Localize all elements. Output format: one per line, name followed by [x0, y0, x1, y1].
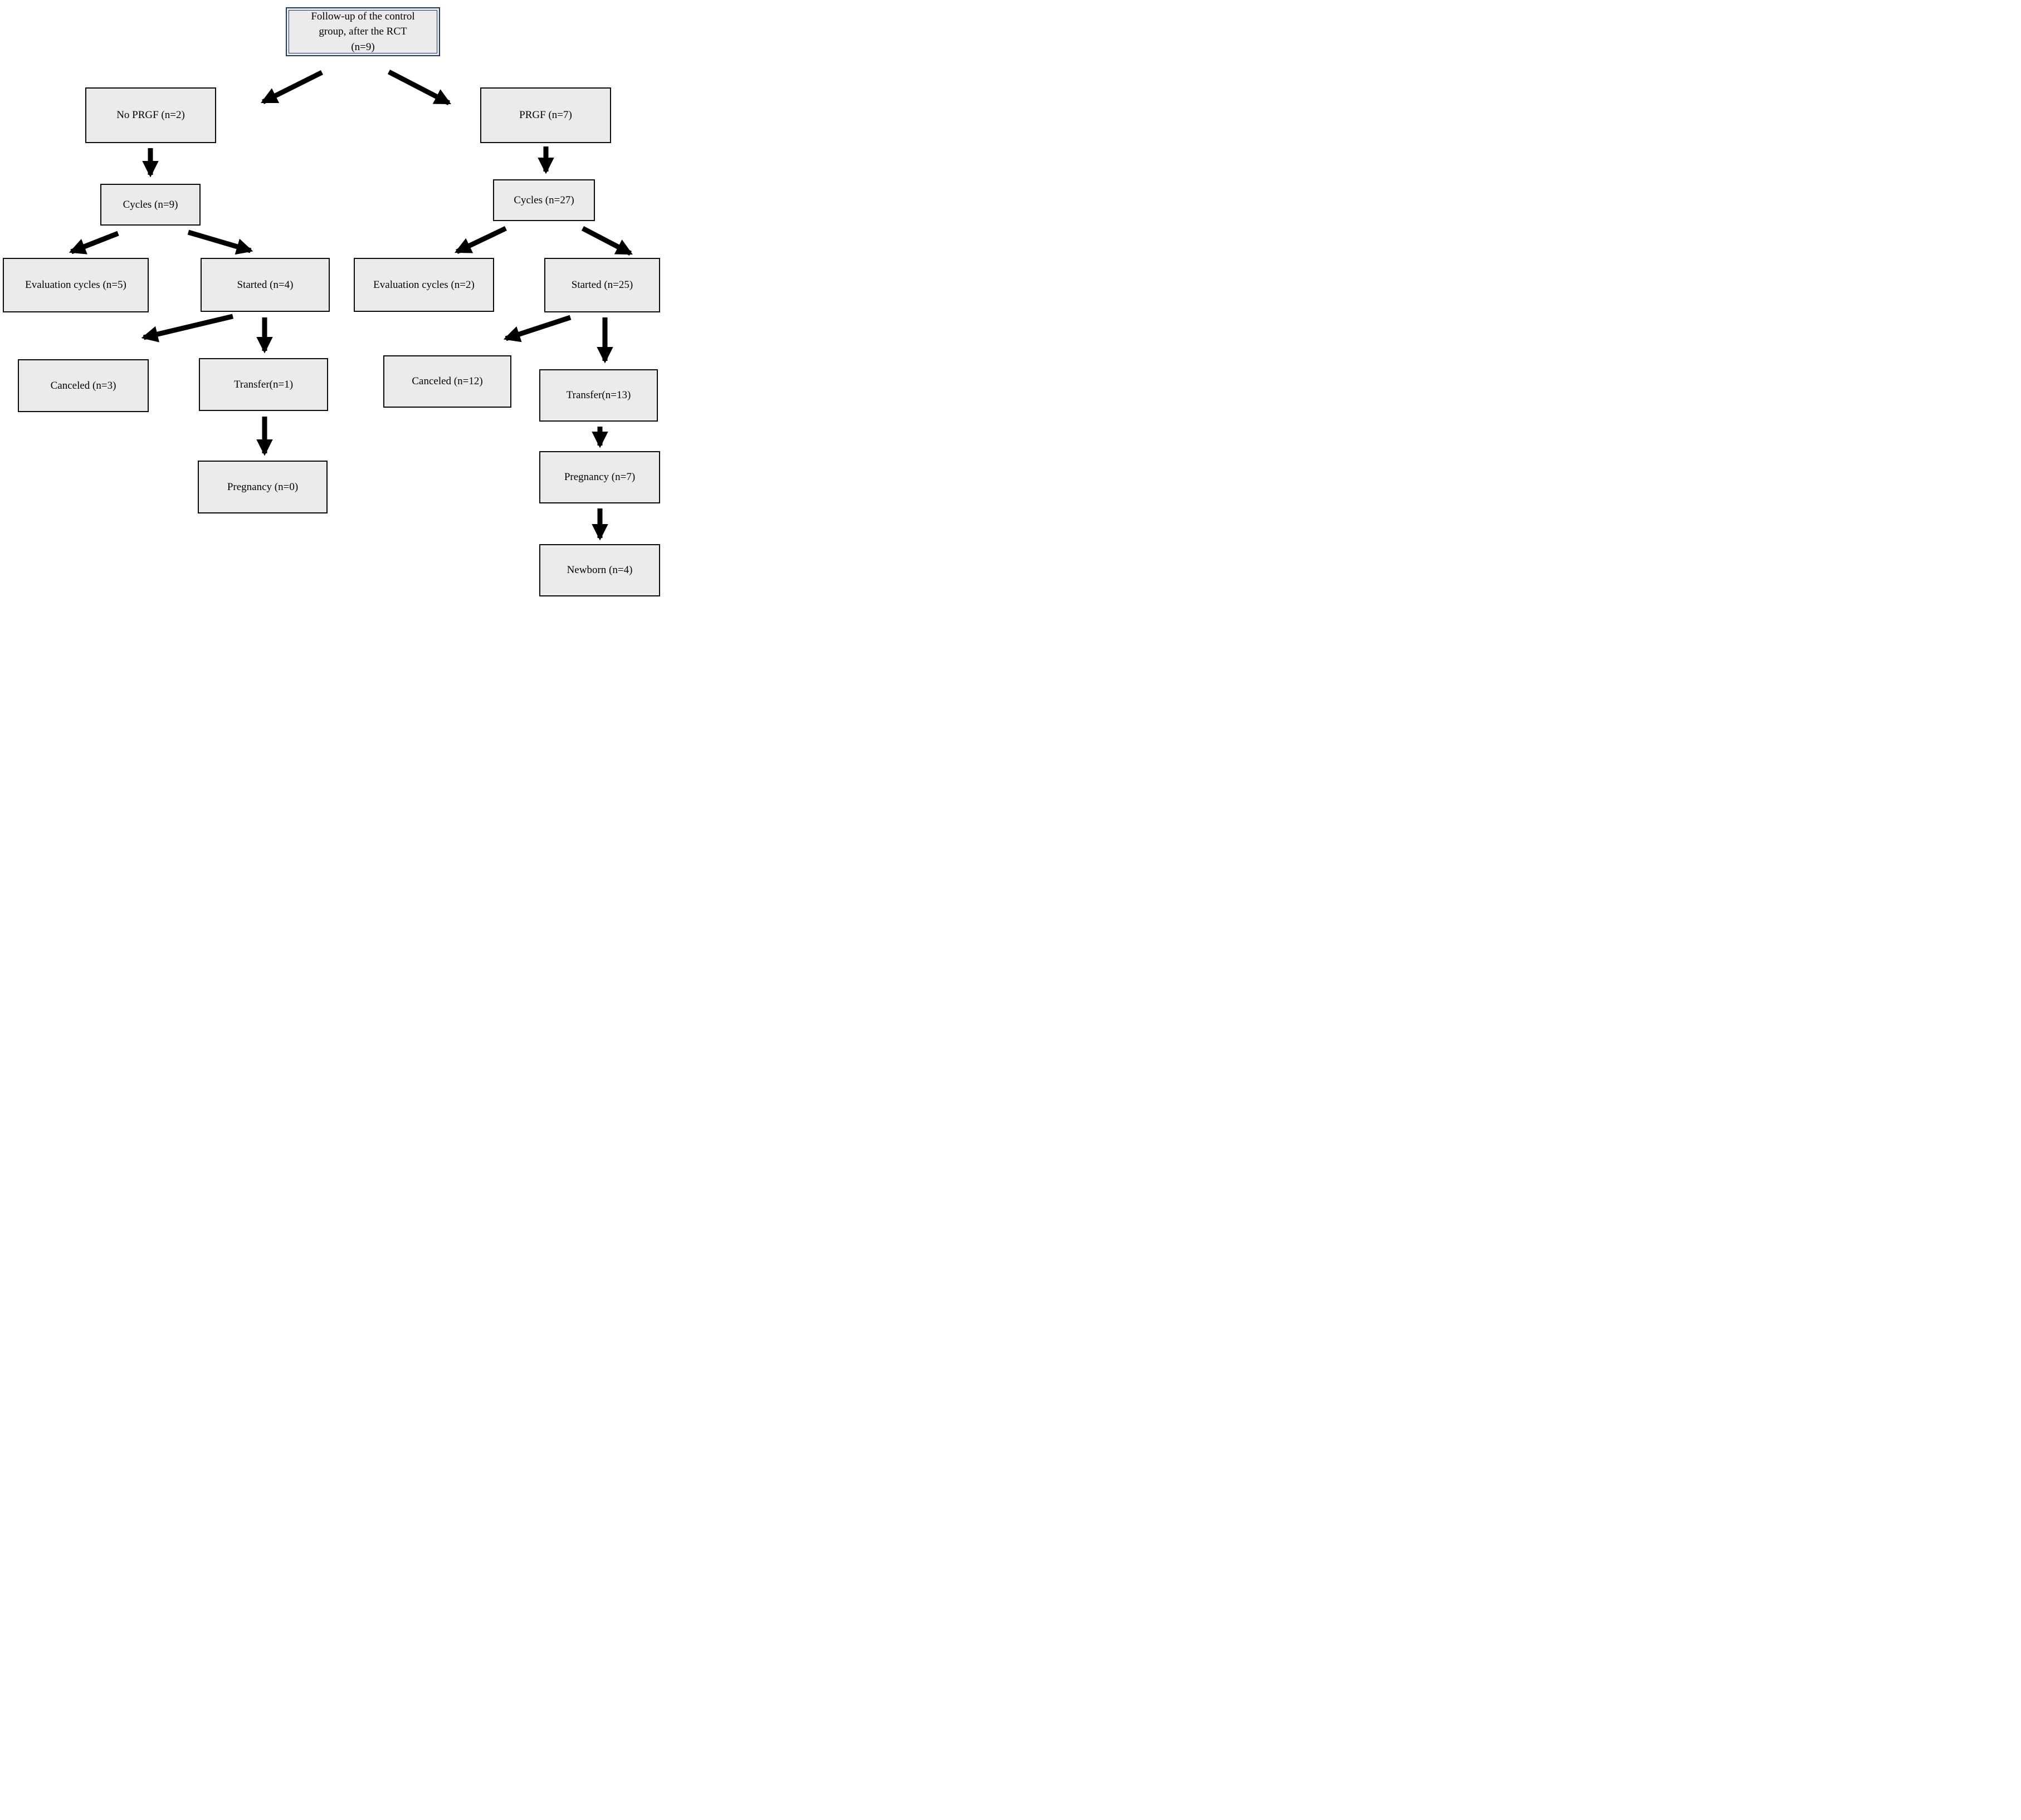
node-transfer-13: Transfer(n=13) — [539, 369, 658, 422]
arrow-cycles9-to-eval5 — [69, 231, 119, 255]
arrow-started4-to-canceled3 — [141, 314, 234, 343]
node-cycles-27: Cycles (n=27) — [493, 179, 595, 221]
node-canceled-12: Canceled (n=12) — [383, 355, 511, 408]
node-started-4: Started (n=4) — [201, 258, 330, 312]
arrow-top-to-noprgf — [261, 70, 324, 105]
arrow-started25-to-canceled12 — [503, 315, 572, 343]
arrow-cycles27-to-eval2 — [454, 226, 507, 255]
node-started-25: Started (n=25) — [544, 258, 660, 312]
node-no-prgf: No PRGF (n=2) — [85, 87, 216, 143]
node-follow-up-root: Follow-up of the control group, after th… — [286, 7, 440, 56]
node-canceled-3: Canceled (n=3) — [18, 359, 149, 412]
node-prgf: PRGF (n=7) — [480, 87, 611, 143]
node-evaluation-cycles-5: Evaluation cycles (n=5) — [3, 258, 149, 312]
node-transfer-1: Transfer(n=1) — [199, 358, 328, 411]
node-pregnancy-0: Pregnancy (n=0) — [198, 461, 328, 513]
flowchart-figure: Follow-up of the control group, after th… — [0, 0, 674, 610]
arrow-cycles27-to-started25 — [581, 226, 633, 256]
node-pregnancy-7: Pregnancy (n=7) — [539, 451, 660, 503]
arrow-top-to-prgf — [387, 70, 451, 105]
node-evaluation-cycles-2: Evaluation cycles (n=2) — [354, 258, 494, 312]
node-cycles-9: Cycles (n=9) — [100, 184, 201, 226]
node-newborn-4: Newborn (n=4) — [539, 544, 660, 596]
arrow-cycles9-to-started4 — [187, 229, 253, 255]
